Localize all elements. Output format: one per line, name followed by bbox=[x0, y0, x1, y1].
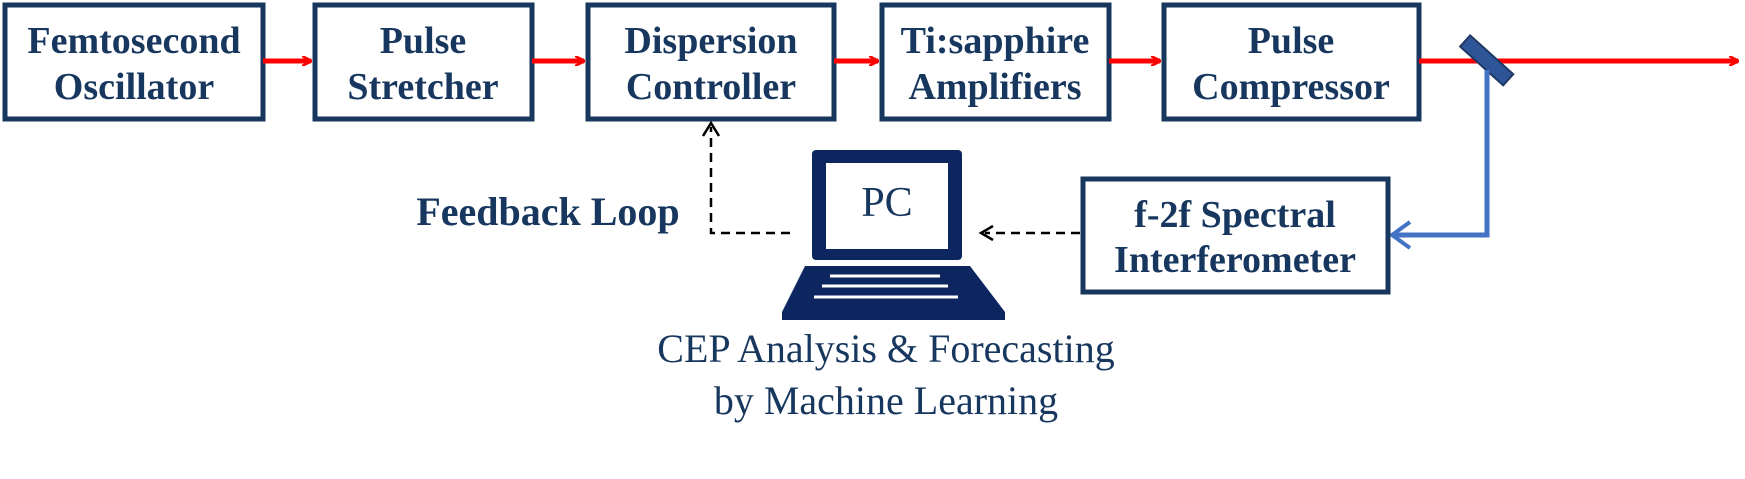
block-label-line2: Compressor bbox=[1192, 66, 1390, 108]
block-label-line2: Controller bbox=[626, 66, 796, 108]
feedback-loop-label: Feedback Loop bbox=[416, 189, 679, 234]
block-label-line2: Oscillator bbox=[54, 66, 215, 108]
block-pulse-compressor: Pulse Compressor bbox=[1161, 2, 1422, 122]
block-f2f-interferometer: f-2f Spectral Interferometer bbox=[1080, 176, 1391, 295]
signal-to-pc-arrow bbox=[978, 224, 1080, 242]
caption-line1: CEP Analysis & Forecasting bbox=[657, 326, 1114, 371]
block-label-line1: Pulse bbox=[380, 20, 467, 62]
block-dispersion-controller: Dispersion Controller bbox=[585, 2, 837, 122]
block-label-line1: Pulse bbox=[1248, 20, 1335, 62]
block-label-line1: Femtosecond bbox=[27, 20, 240, 62]
block-label-line2: Amplifiers bbox=[908, 66, 1081, 108]
block-pulse-stretcher: Pulse Stretcher bbox=[312, 2, 535, 122]
feedback-loop-arrow bbox=[701, 120, 790, 235]
block-femtosecond-oscillator: Femtosecond Oscillator bbox=[2, 2, 266, 122]
sampled-beam-path bbox=[1388, 70, 1490, 250]
interferometer-label-line2: Interferometer bbox=[1114, 239, 1356, 281]
caption-line2: by Machine Learning bbox=[714, 378, 1058, 423]
block-label-line1: Dispersion bbox=[624, 20, 797, 62]
pc-screen-label: PC bbox=[861, 180, 912, 226]
beam-sampler-mirror bbox=[1458, 33, 1515, 87]
block-label-line1: Ti:sapphire bbox=[901, 20, 1090, 62]
interferometer-label-line1: f-2f Spectral bbox=[1134, 194, 1336, 236]
laptop-icon bbox=[782, 150, 1005, 320]
block-ti-sapphire-amplifiers: Ti:sapphire Amplifiers bbox=[879, 2, 1112, 122]
block-label-line2: Stretcher bbox=[347, 66, 498, 108]
